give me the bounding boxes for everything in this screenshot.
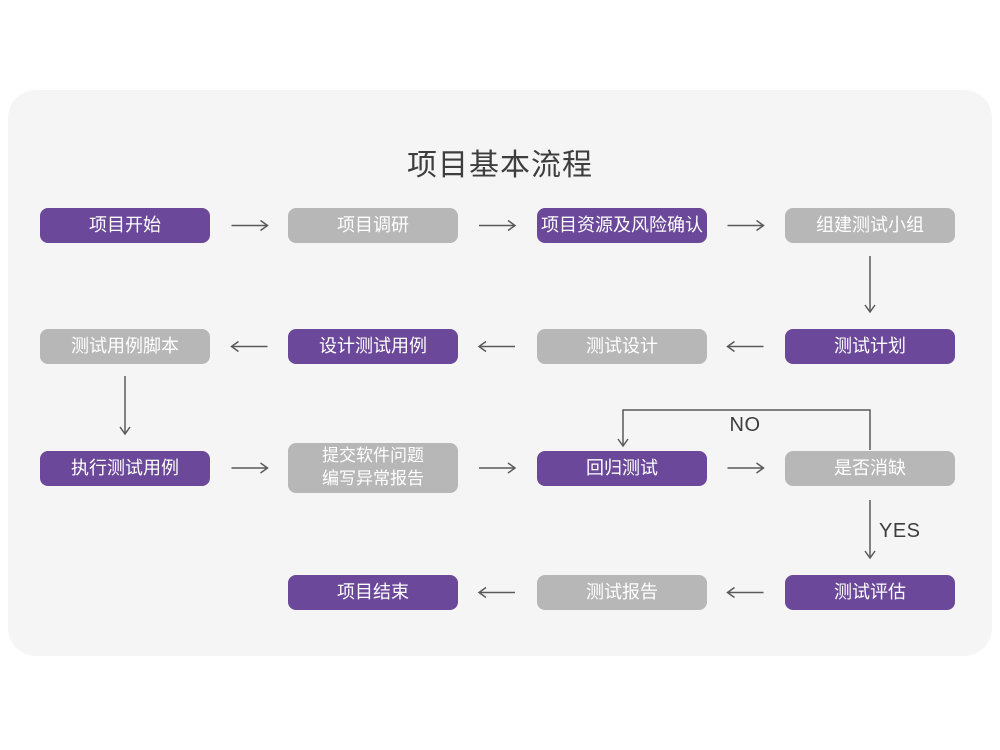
flowchart-card bbox=[8, 90, 992, 656]
node-test-plan: 测试计划 bbox=[785, 329, 955, 364]
node-regression-test: 回归测试 bbox=[537, 451, 707, 486]
edge-label-no: NO bbox=[729, 414, 761, 436]
node-execute-test-case: 执行测试用例 bbox=[40, 451, 210, 486]
node-resource-risk-confirm: 项目资源及风险确认 bbox=[537, 208, 707, 243]
node-submit-issue-report: 提交软件问题 编写异常报告 bbox=[288, 443, 458, 493]
node-project-end: 项目结束 bbox=[288, 575, 458, 610]
node-test-evaluation: 测试评估 bbox=[785, 575, 955, 610]
node-project-start: 项目开始 bbox=[40, 208, 210, 243]
node-design-test-case: 设计测试用例 bbox=[288, 329, 458, 364]
page-title: 项目基本流程 bbox=[407, 149, 593, 182]
node-project-research: 项目调研 bbox=[288, 208, 458, 243]
edge-label-yes: YES bbox=[879, 520, 921, 542]
node-defect-cleared: 是否消缺 bbox=[785, 451, 955, 486]
node-test-case-script: 测试用例脚本 bbox=[40, 329, 210, 364]
node-test-report: 测试报告 bbox=[537, 575, 707, 610]
node-build-test-team: 组建测试小组 bbox=[785, 208, 955, 243]
node-test-design: 测试设计 bbox=[537, 329, 707, 364]
